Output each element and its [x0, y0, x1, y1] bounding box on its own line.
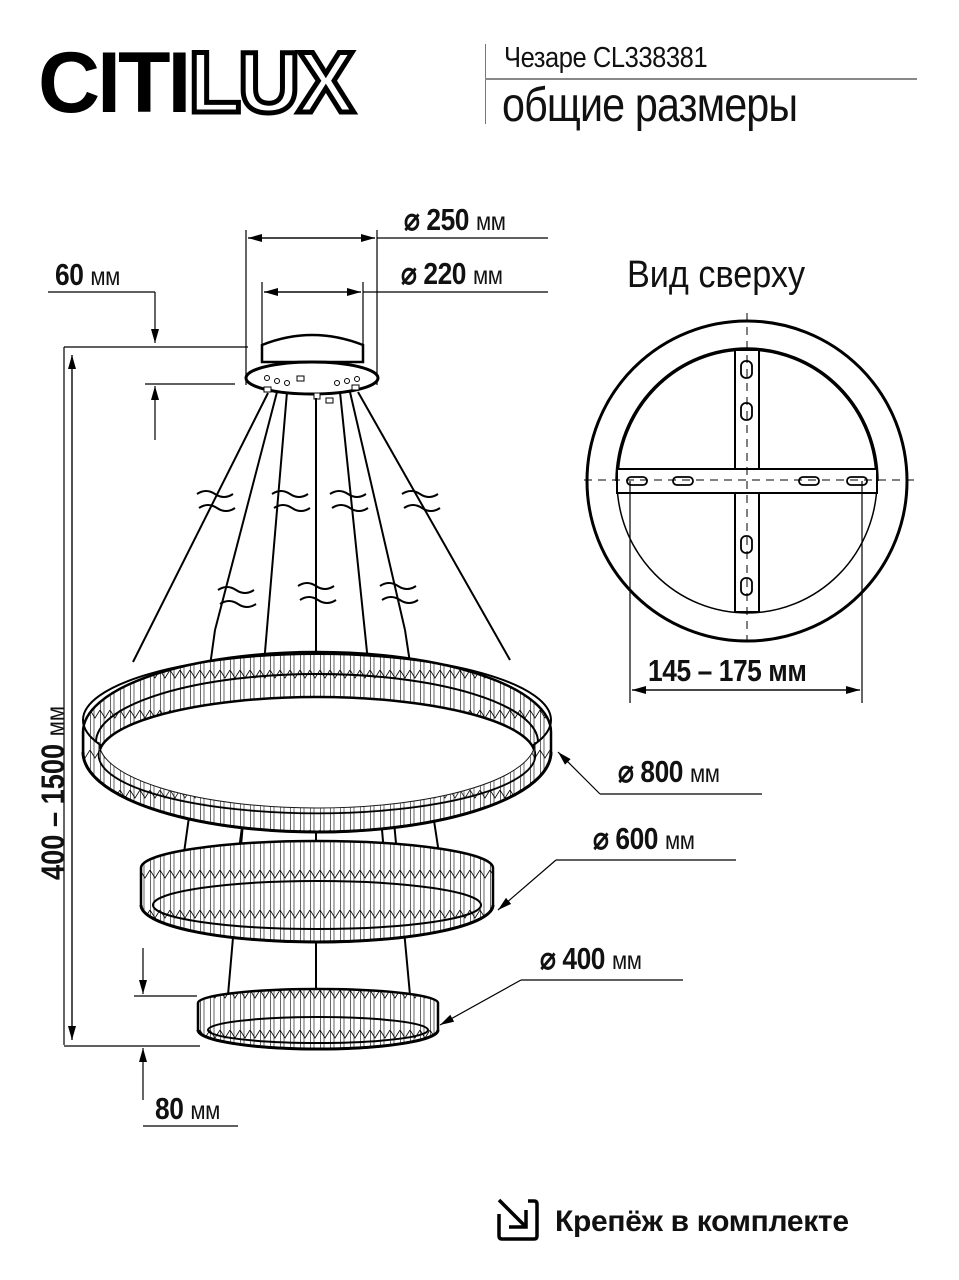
- canopy-outer-diameter-label: ⌀ 250 мм: [404, 202, 506, 237]
- arrow-into-box-icon: [495, 1196, 541, 1247]
- ring-800: [81, 650, 553, 834]
- canopy-inner-diameter-label: ⌀ 220 мм: [401, 256, 503, 291]
- top-view-drawing: [584, 313, 914, 703]
- ring-600: [139, 839, 495, 944]
- page-title: общие размеры: [502, 79, 798, 132]
- ring-height-dimension: [134, 948, 238, 1127]
- brand-logo: CITILUX: [38, 38, 357, 129]
- canopy: [244, 333, 380, 404]
- canopy-dimensions: [48, 230, 548, 440]
- ring-400-label: ⌀ 400 мм: [540, 941, 642, 976]
- ring-800-label: ⌀ 800 мм: [618, 754, 720, 789]
- logo-solid-part: CITI: [38, 35, 191, 131]
- logo-outline-part: LUX: [186, 35, 357, 131]
- canopy-height-label: 60 мм: [55, 257, 120, 292]
- ring-600-label: ⌀ 600 мм: [593, 821, 695, 856]
- mounting-included-note: Крепёж в комплекте: [495, 1196, 849, 1247]
- model-name: Чезаре CL338381: [504, 42, 708, 74]
- mount-span-label: 145 – 175 мм: [648, 653, 807, 688]
- top-view-title: Вид сверху: [627, 254, 806, 296]
- footer-text: Крепёж в комплекте: [555, 1204, 849, 1238]
- header-divider-vertical: [485, 44, 486, 124]
- header-divider-horizontal: [485, 78, 917, 80]
- ring-leaders: [439, 751, 762, 1026]
- total-height-dimension: [63, 347, 200, 1047]
- wire-break-marks: [196, 490, 441, 608]
- ring-400: [196, 987, 440, 1051]
- ring-height-label: 80 мм: [155, 1091, 220, 1126]
- total-height-label: 400 – 1500 мм: [35, 705, 71, 880]
